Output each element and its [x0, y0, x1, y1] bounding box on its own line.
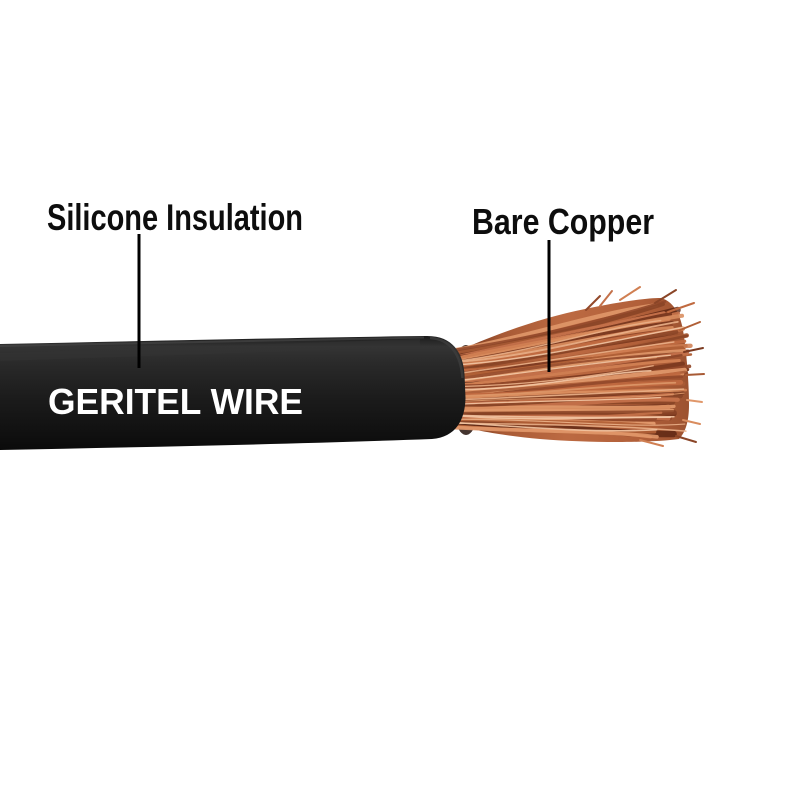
- bare-copper-callout: Bare Copper: [472, 201, 654, 372]
- cable-brand-text: GERITEL WIRE: [48, 381, 303, 422]
- cable-jacket: [0, 335, 466, 450]
- bare-copper-label: Bare Copper: [472, 201, 654, 242]
- cable-endcap-rim-light: [429, 336, 464, 379]
- silicone-insulation-label: Silicone Insulation: [47, 197, 303, 238]
- silicone-insulation-callout: Silicone Insulation: [47, 197, 303, 368]
- copper-strand-texture: [447, 286, 705, 447]
- silicone-cable: GERITEL WIRE: [0, 335, 466, 450]
- cable-top-edge-highlight: [0, 336, 425, 347]
- cable-top-sheen: [0, 339, 421, 361]
